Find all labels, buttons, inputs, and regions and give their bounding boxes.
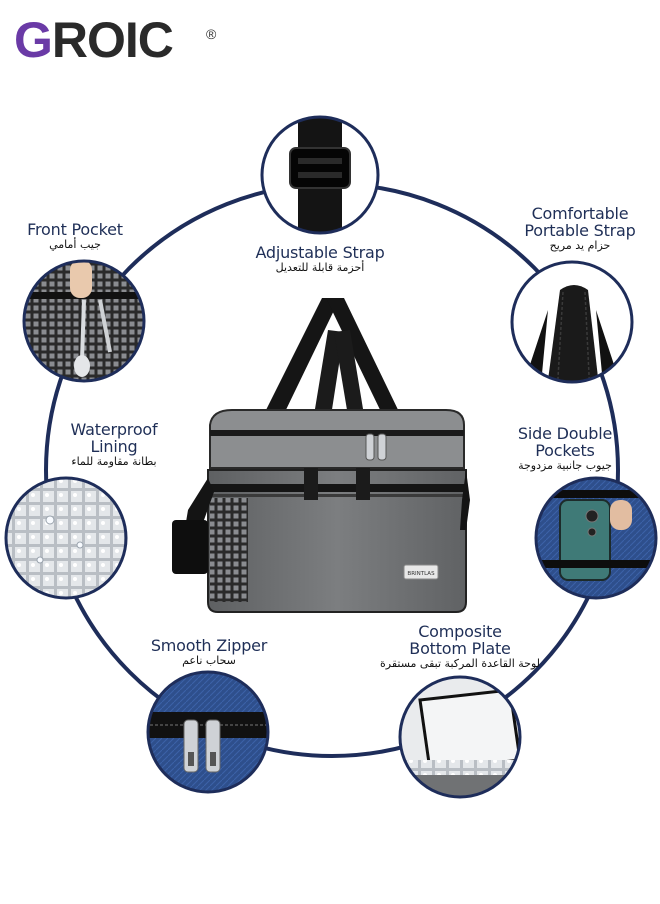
label-comfortable-strap-ar: حزام يد مريح (549, 239, 611, 252)
label-front-pocket-ar: جيب أمامي (49, 238, 101, 251)
label-waterproof-lining-en2: Lining (90, 437, 138, 456)
label-side-pockets-en2: Pockets (535, 441, 595, 460)
label-front-pocket-en: Front Pocket (27, 220, 123, 239)
label-comfortable-strap: Comfortable Portable Strap حزام يد مريح (500, 205, 660, 253)
label-waterproof-lining-ar: بطانة مقاومة للماء (71, 455, 157, 468)
label-adjustable-strap: Adjustable Strap أحزمة قابلة للتعديل (230, 244, 410, 275)
label-bottom-plate-en1: Composite (418, 622, 502, 641)
label-comfortable-strap-en1: Comfortable (531, 204, 629, 223)
bottom-plate-image (398, 675, 522, 799)
label-bottom-plate: Composite Bottom Plate لوحة القاعدة المر… (370, 623, 550, 671)
label-comfortable-strap-en2: Portable Strap (524, 221, 636, 240)
front-pocket-image (22, 259, 146, 383)
label-adjustable-strap-en: Adjustable Strap (255, 243, 385, 262)
comfortable-strap-image (510, 260, 634, 384)
label-smooth-zipper: Smooth Zipper سحاب ناعم (134, 637, 284, 668)
logo-wordmark: ROIC (51, 12, 174, 68)
side-pockets-image (534, 476, 658, 600)
waterproof-lining-image (4, 476, 128, 600)
registered-mark: ® (206, 26, 216, 42)
brand-logo: GROIC ® (14, 12, 216, 68)
logo-letter-g: G (14, 12, 53, 68)
label-front-pocket: Front Pocket جيب أمامي (10, 221, 140, 252)
label-waterproof-lining: Waterproof Lining بطانة مقاومة للماء (50, 421, 178, 469)
lunch-bag-image: BRINTLAS (172, 298, 470, 613)
label-smooth-zipper-en: Smooth Zipper (150, 636, 268, 655)
label-side-pockets: Side Double Pockets جيوب جانبية مزدوجة (500, 425, 630, 473)
label-adjustable-strap-ar: أحزمة قابلة للتعديل (275, 261, 365, 274)
bag-brand-label: BRINTLAS (407, 571, 435, 577)
label-side-pockets-ar: جيوب جانبية مزدوجة (518, 459, 612, 472)
label-bottom-plate-ar: لوحة القاعدة المركبة تبقى مستقرة (380, 657, 540, 670)
label-side-pockets-en1: Side Double (517, 424, 613, 443)
adjustable-strap-image (260, 115, 380, 235)
smooth-zipper-image (146, 670, 270, 794)
label-smooth-zipper-ar: سحاب ناعم (182, 654, 236, 667)
label-waterproof-lining-en1: Waterproof (70, 420, 158, 439)
label-bottom-plate-en2: Bottom Plate (409, 639, 511, 658)
